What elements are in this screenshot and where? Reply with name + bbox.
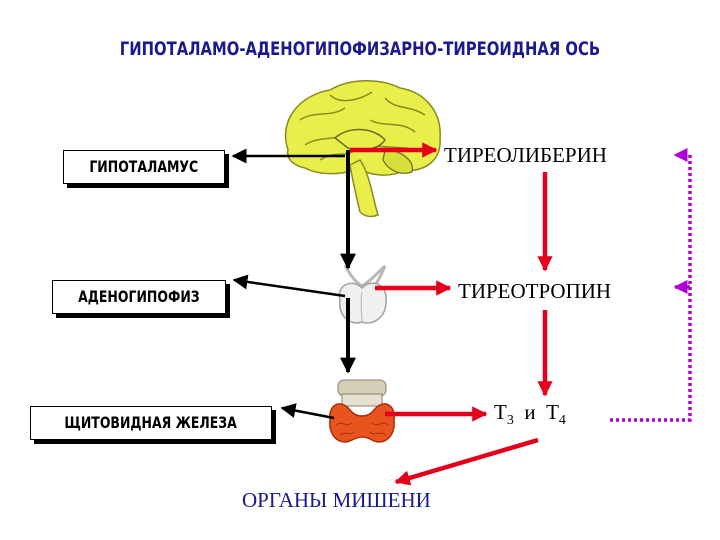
thyrotropin-label: ТИРЕОТРОПИН <box>458 279 612 303</box>
hypothalamus-box: ГИПОТАЛАМУС <box>63 150 225 184</box>
adenohypophysis-label: АДЕНОГИПОФИЗ <box>78 287 200 306</box>
thyroliberin-label: ТИРЕОЛИБЕРИН <box>444 143 607 167</box>
thyroid-label: ЩИТОВИДНАЯ ЖЕЛЕЗА <box>64 413 238 432</box>
t4-sub: 4 <box>558 413 566 429</box>
diagram-title: ГИПОТАЛАМО-АДЕНОГИПОФИЗАРНО-ТИРЕОИДНАЯ О… <box>119 38 601 60</box>
adenohypophysis-box: АДЕНОГИПОФИЗ <box>52 280 226 314</box>
hypothalamus-label: ГИПОТАЛАМУС <box>89 157 199 176</box>
t4-base: Т <box>546 400 559 424</box>
thyroid-box: ЩИТОВИДНАЯ ЖЕЛЕЗА <box>30 406 272 440</box>
and-label: и <box>524 400 536 424</box>
t3-t4-label: Т3 и Т4 <box>494 400 566 429</box>
pituitary-icon <box>338 264 387 324</box>
t3-sub: 3 <box>506 413 514 429</box>
thyroid-icon <box>329 379 395 443</box>
t3-base: Т <box>494 400 507 424</box>
target-organs-label: ОРГАНЫ МИШЕНИ <box>242 488 431 512</box>
